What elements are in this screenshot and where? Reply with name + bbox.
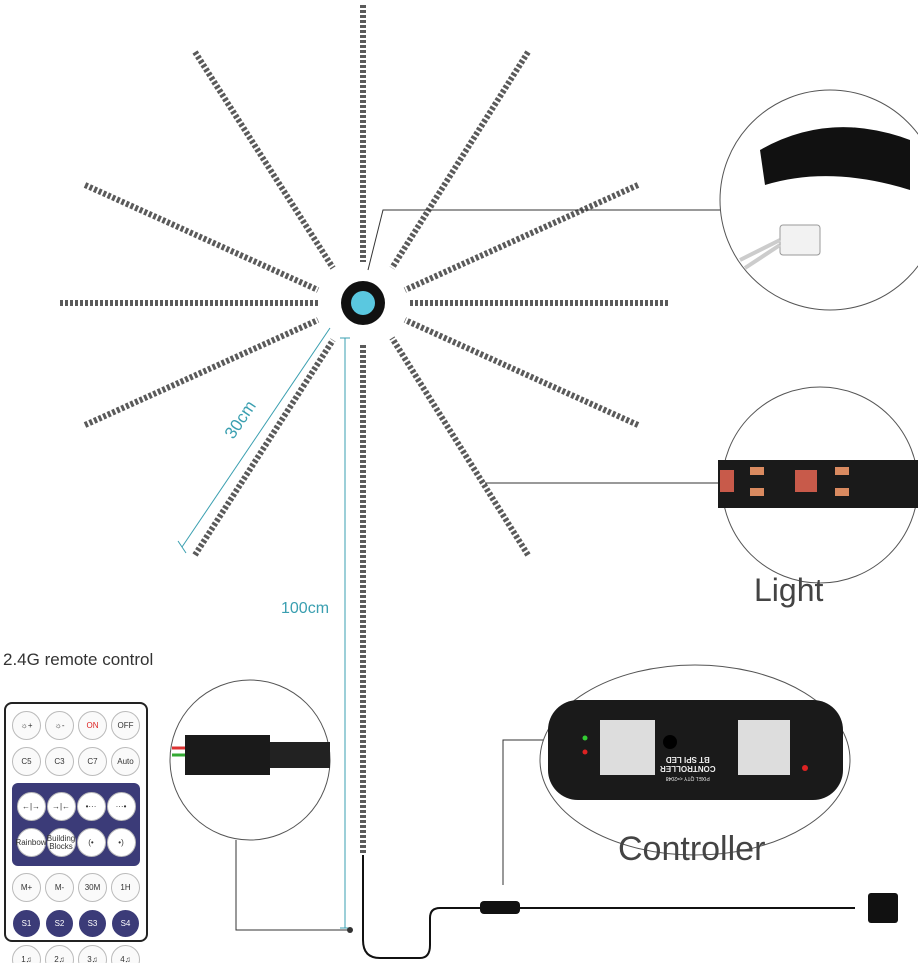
remote-button[interactable]: OFF (111, 711, 140, 740)
device-name-2: CONTROLLER (660, 764, 716, 773)
remote-button[interactable]: S1 (12, 909, 41, 938)
remote-button[interactable]: ☼+ (12, 711, 41, 740)
led-strip-ray (83, 317, 320, 428)
remote-button[interactable]: (• (76, 828, 106, 857)
led-strip-ray (403, 182, 640, 293)
remote-button[interactable]: •) (106, 828, 136, 857)
controller-device-label: PIXEL QTY <=2048 CONTROLLER BT SPI LED (660, 755, 716, 782)
hub-light (351, 291, 375, 315)
remote-button[interactable]: S3 (78, 909, 107, 938)
remote-button[interactable]: C5 (12, 747, 41, 776)
inline-controller (480, 901, 520, 914)
stem-length: 100cm (281, 600, 330, 617)
power-cable (362, 855, 855, 959)
connector-detail-circle (719, 89, 918, 311)
remote-button[interactable]: Rainbow (15, 828, 47, 857)
remote-button[interactable]: ···• (106, 792, 136, 821)
power-adapter (868, 893, 898, 923)
remote-button[interactable]: 30M (78, 873, 107, 902)
callout-lines (235, 209, 722, 931)
remote-button[interactable]: C7 (78, 747, 107, 776)
led-strip-ray (192, 338, 336, 557)
controller-label: Controller (618, 830, 766, 868)
led-strip-ray (192, 50, 336, 270)
remote-title: 2.4G remote control (3, 650, 154, 669)
remote-button[interactable]: •··· (76, 792, 106, 821)
remote-button[interactable]: 3♫ (78, 945, 107, 963)
led-strip-ray (389, 50, 531, 270)
led-strip-ray (403, 317, 640, 428)
remote-button[interactable]: Building Blocks (46, 828, 76, 857)
remote-button[interactable]: Auto (111, 747, 140, 776)
remote-button[interactable]: ←|→ (16, 792, 46, 821)
remote-button[interactable]: 1♫ (12, 945, 41, 963)
remote-button[interactable]: 1H (111, 873, 140, 902)
pixel-qty: PIXEL QTY <=2048 (665, 775, 710, 781)
remote-button[interactable]: M- (45, 873, 74, 902)
led-strip-ray (83, 182, 320, 293)
remote-row: 1♫2♫3♫4♫ (10, 945, 142, 963)
remote-button[interactable]: S4 (111, 909, 140, 938)
remote-button[interactable]: 4♫ (111, 945, 140, 963)
remote-button[interactable]: ☼- (45, 711, 74, 740)
remote-button[interactable]: C3 (45, 747, 74, 776)
led-strip-ray (389, 336, 531, 557)
remote-button[interactable]: ON (78, 711, 107, 740)
light-label: Light (754, 572, 824, 608)
remote-button[interactable]: →|← (46, 792, 76, 821)
remote-row: ←|→→|←•······• (16, 792, 136, 821)
remote-button[interactable]: M+ (12, 873, 41, 902)
device-name-1: BT SPI LED (665, 755, 710, 764)
remote-button[interactable]: S2 (45, 909, 74, 938)
remote-button[interactable]: 2♫ (45, 945, 74, 963)
